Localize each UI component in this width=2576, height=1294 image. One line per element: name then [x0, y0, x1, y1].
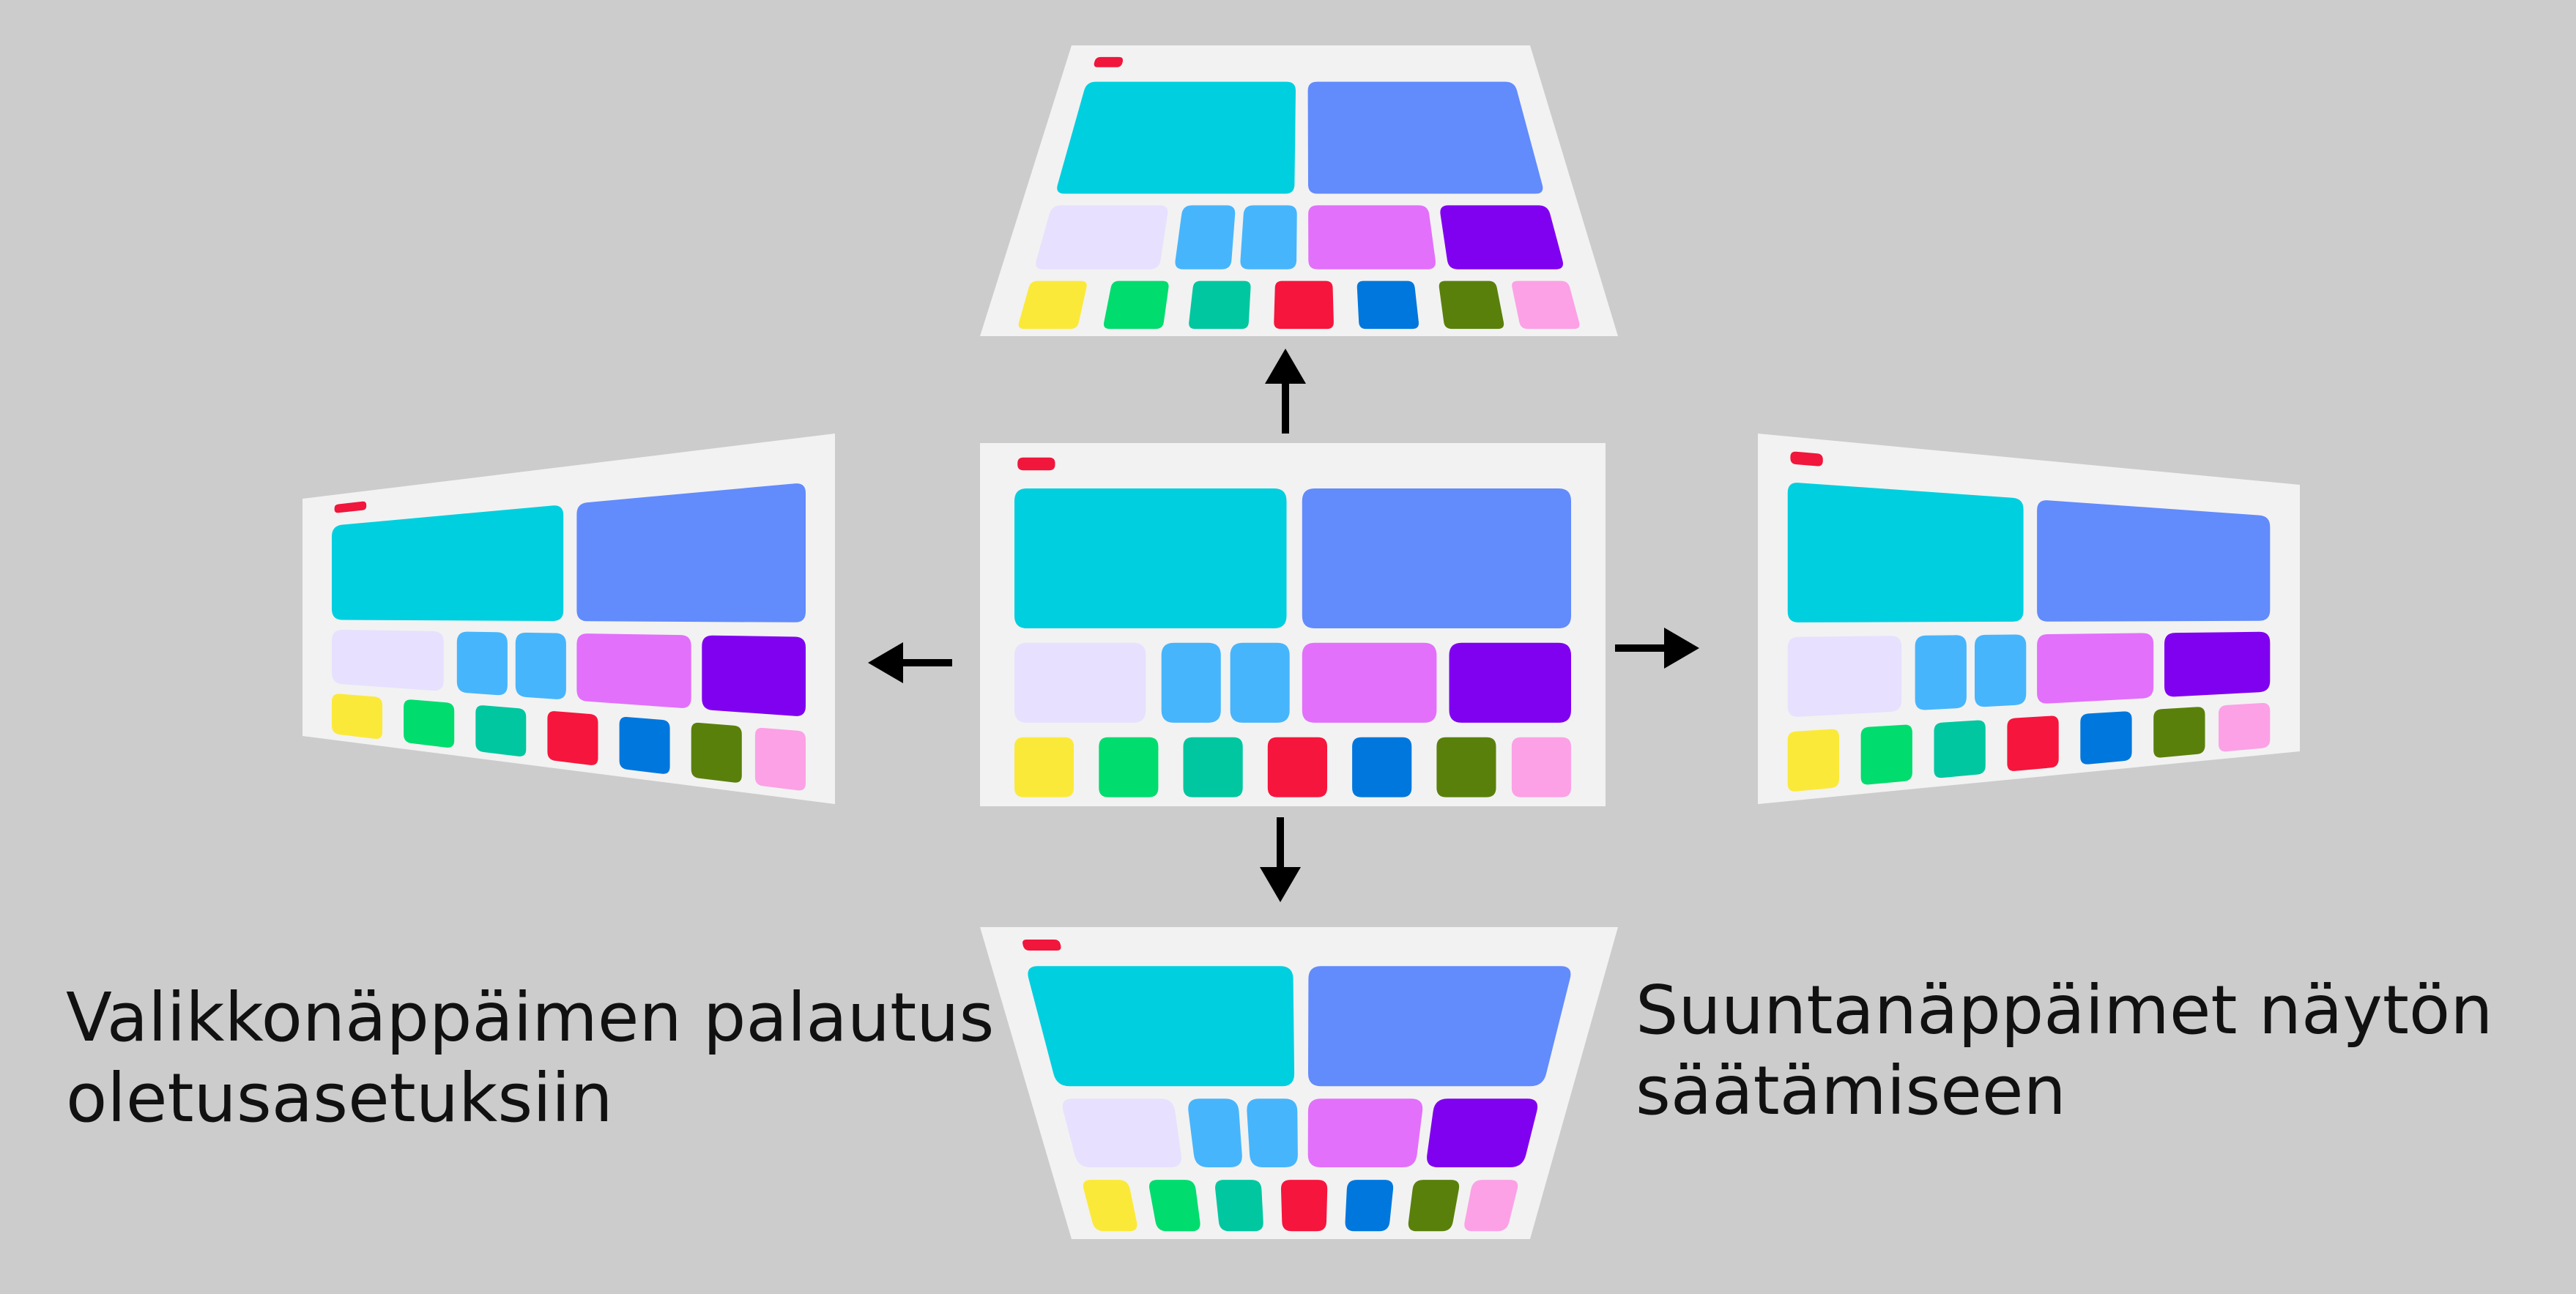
screen-bottom-tile-a [1028, 966, 1295, 1087]
screen-left [302, 434, 835, 804]
screen-center-tile-j [1183, 737, 1243, 797]
screen-top-tile-j [1189, 280, 1251, 330]
screen-bottom-tile-l [1345, 1180, 1394, 1232]
screen-bottom-tile-b [1308, 966, 1571, 1087]
arrow-down-head [1260, 867, 1301, 902]
screen-top-tile-b [1307, 81, 1543, 194]
screen-center-tile-f [1302, 642, 1437, 723]
screen-right-tile-j [1934, 720, 1986, 778]
reset-menu-caption-line1: Valikkonäppäimen palautus [66, 978, 995, 1057]
screen-right-tile-d [1915, 635, 1967, 710]
screen-center [980, 443, 1606, 806]
screen-right-tile-a [1787, 483, 2024, 622]
screen-right-tile-h [1787, 729, 1839, 792]
screen-bottom [980, 927, 1618, 1239]
screen-right-tile-e [1975, 634, 2027, 707]
screen-bottom-tile-i [1149, 1180, 1200, 1232]
screen-center-indicator [1017, 457, 1055, 471]
screen-left-tile-g [702, 635, 806, 716]
screen-top [980, 45, 1618, 336]
direction-arrows [868, 349, 1699, 902]
screen-center-tile-h [1014, 737, 1074, 797]
screen-top-tile-i [1104, 280, 1169, 330]
arrow-keys-caption-line2: säätämiseen [1636, 1052, 2066, 1131]
screen-left-tile-k [547, 711, 598, 765]
screen-left-tile-e [515, 632, 566, 699]
screen-bottom-tile-g [1427, 1098, 1538, 1167]
reset-menu-caption: Valikkonäppäimen palautus oletusasetuksi… [66, 978, 994, 1139]
screen-center-tile-e [1230, 642, 1290, 723]
screen-right-tile-c [1787, 636, 1902, 717]
screen-left-tile-h [332, 694, 382, 739]
screen-left-indicator [334, 501, 367, 513]
arrow-up-icon [1265, 349, 1306, 434]
screen-top-tile-l [1356, 280, 1419, 330]
screen-bottom-indicator [1022, 940, 1061, 951]
arrow-down-icon [1260, 817, 1301, 902]
screen-left-tile-m [691, 722, 742, 783]
screen-top-tile-h [1018, 280, 1087, 330]
arrow-keys-caption-line1: Suuntanäppäimet näytön [1636, 971, 2493, 1049]
screen-center-tile-i [1099, 737, 1159, 797]
screens [302, 45, 2300, 1239]
arrow-keys-caption: Suuntanäppäimet näytön säätämiseen [1636, 970, 2493, 1132]
screen-left-tile-i [404, 699, 455, 748]
screen-bottom-tile-c [1062, 1098, 1181, 1167]
screen-left-tile-f [576, 633, 691, 708]
screen-center-tile-g [1449, 642, 1571, 723]
screen-left-tile-l [619, 717, 670, 774]
arrow-right-icon [1615, 628, 1699, 669]
screen-left-tile-n [754, 727, 806, 791]
screen-top-tile-c [1036, 205, 1168, 269]
screen-top-tile-m [1439, 280, 1504, 330]
screen-left-tile-b [576, 483, 806, 622]
screen-bottom-tile-f [1307, 1098, 1423, 1167]
screen-center-tile-n [1511, 737, 1571, 797]
screen-center-tile-l [1352, 737, 1412, 797]
screen-left-tile-a [332, 505, 564, 622]
arrow-up-head [1265, 349, 1306, 384]
screen-right-indicator [1790, 451, 1823, 466]
screen-bottom-tile-h [1083, 1180, 1137, 1232]
screen-top-tile-n [1512, 280, 1580, 330]
arrow-left-head [868, 642, 903, 683]
arrow-left-icon [868, 642, 952, 683]
screen-right-tile-m [2153, 707, 2205, 758]
screen-bottom-tile-d [1188, 1098, 1242, 1167]
screen-right-tile-k [2007, 715, 2059, 771]
screen-right-tile-i [1860, 724, 1912, 785]
screen-top-tile-d [1175, 205, 1236, 269]
screen-right-tile-l [2080, 711, 2132, 765]
screen-center-tile-a [1014, 488, 1287, 628]
screen-right-tile-f [2037, 633, 2154, 704]
screen-bottom-tile-m [1408, 1180, 1460, 1232]
screen-left-tile-d [456, 631, 508, 696]
screen-center-tile-c [1014, 642, 1146, 723]
screen-top-tile-k [1274, 280, 1334, 330]
screen-right [1758, 434, 2300, 804]
screen-top-tile-a [1057, 81, 1296, 194]
screen-bottom-tile-j [1215, 1180, 1263, 1232]
screen-right-tile-g [2164, 631, 2271, 697]
screen-bottom-tile-k [1280, 1180, 1328, 1232]
screen-right-tile-b [2037, 500, 2271, 622]
screen-bottom-tile-e [1247, 1098, 1298, 1167]
screen-left-tile-j [475, 705, 527, 756]
reset-menu-caption-line2: oletusasetuksiin [66, 1059, 613, 1138]
screen-left-tile-c [332, 629, 444, 691]
screen-top-indicator [1094, 56, 1124, 67]
screen-center-tile-d [1161, 642, 1221, 723]
screen-bottom-tile-n [1464, 1180, 1518, 1232]
screen-top-tile-f [1308, 205, 1436, 269]
screen-top-tile-e [1240, 205, 1297, 269]
screen-center-tile-m [1436, 737, 1496, 797]
screen-center-tile-k [1267, 737, 1327, 797]
arrow-right-head [1664, 628, 1699, 669]
screen-right-tile-n [2219, 702, 2271, 752]
screen-center-tile-b [1302, 488, 1571, 628]
screen-top-tile-g [1440, 205, 1563, 269]
